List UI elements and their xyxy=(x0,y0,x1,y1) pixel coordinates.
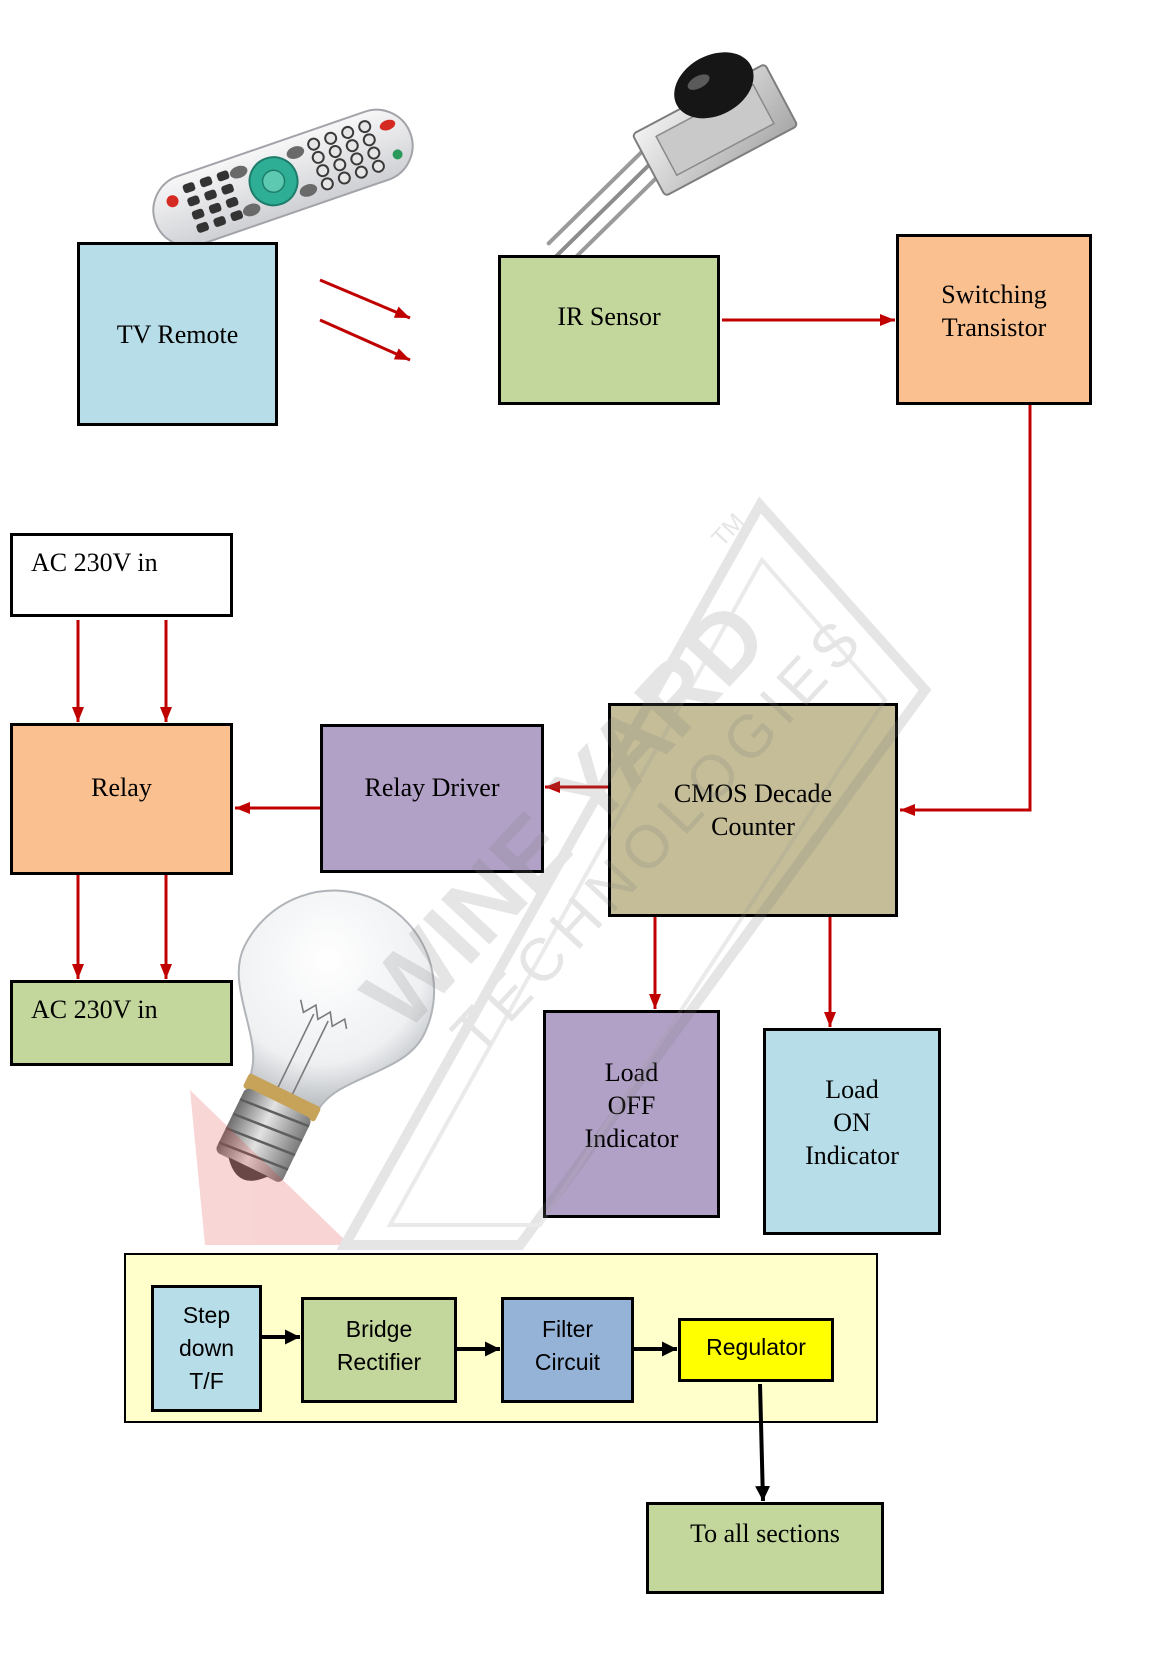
sensor-leg xyxy=(553,163,651,259)
regulator-block: Regulator xyxy=(678,1318,834,1382)
remote-key xyxy=(187,195,200,207)
step-down-label-line2: down xyxy=(179,1335,234,1361)
remote-key xyxy=(324,131,338,145)
remote-key xyxy=(320,177,334,191)
ac-input-label: AC 230V in xyxy=(31,548,158,577)
ac-input-block: AC 230V in xyxy=(10,533,233,617)
sensor-lens-dome xyxy=(674,52,754,119)
cmos-decade-counter-block: CMOS Decade Counter xyxy=(608,703,898,917)
remote-key xyxy=(341,125,355,139)
step-down-label-line3: T/F xyxy=(189,1368,224,1394)
filter-circuit-label-line2: Circuit xyxy=(534,1349,601,1375)
bulb-glass xyxy=(237,889,436,1112)
remote-dpad-center xyxy=(261,169,286,194)
relay-driver-block: Relay Driver xyxy=(320,724,544,873)
remote-key xyxy=(328,145,342,159)
remote-keypad xyxy=(182,120,385,233)
remote-key xyxy=(213,216,227,227)
remote-key xyxy=(242,203,261,217)
tv-remote-icon xyxy=(152,108,414,248)
remote-key xyxy=(208,202,222,214)
ir-sensor-block: IR Sensor xyxy=(498,255,720,405)
filter-circuit-block: Filter Circuit xyxy=(501,1297,634,1403)
to-all-sections-block: To all sections xyxy=(646,1502,884,1594)
bridge-rectifier-label-line1: Bridge xyxy=(345,1316,413,1342)
remote-key xyxy=(286,146,305,159)
remote-key xyxy=(371,159,385,173)
relay-label: Relay xyxy=(91,772,152,802)
remote-key xyxy=(182,182,196,194)
remote-key xyxy=(299,184,318,197)
sensor-leg xyxy=(560,176,658,272)
load-off-label-line3: Indicator xyxy=(584,1123,679,1153)
bulb-screw-base xyxy=(216,1088,311,1182)
remote-key xyxy=(191,208,205,220)
relay-driver-label: Relay Driver xyxy=(364,773,500,802)
remote-key xyxy=(345,139,359,153)
step-down-label-line1: Step xyxy=(182,1302,231,1328)
to-all-sections-label: To all sections xyxy=(690,1518,840,1548)
ac-output-block: AC 230V in xyxy=(10,980,233,1066)
remote-key xyxy=(354,165,368,179)
tv-remote-label: TV Remote xyxy=(116,319,239,349)
remote-key xyxy=(230,210,244,222)
remote-key xyxy=(358,120,372,134)
load-off-label-line1: Load xyxy=(604,1057,659,1087)
load-on-label-line3: Indicator xyxy=(805,1141,899,1170)
regulator-label: Regulator xyxy=(706,1333,806,1360)
remote-key xyxy=(337,171,351,185)
remote-key xyxy=(311,150,325,164)
remote-power-key xyxy=(166,195,179,208)
remote-key xyxy=(221,183,234,195)
step-down-transformer-block: Step down T/F xyxy=(151,1285,262,1412)
remote-key xyxy=(362,133,376,147)
cmos-counter-label-line2: Counter xyxy=(711,812,795,841)
sensor-lens-highlight xyxy=(687,74,710,90)
ac-output-label: AC 230V in xyxy=(31,995,158,1024)
bulb-collar xyxy=(243,1073,321,1122)
tv-remote-block: TV Remote xyxy=(77,242,278,426)
remote-red-key xyxy=(379,119,396,131)
ir-sensor-icon xyxy=(546,52,798,272)
load-on-label-line2: ON xyxy=(833,1108,871,1137)
remote-key xyxy=(204,189,217,201)
bridge-rectifier-label-line2: Rectifier xyxy=(336,1349,422,1375)
remote-key xyxy=(229,165,248,179)
remote-green-key xyxy=(392,149,403,160)
bulb-thread xyxy=(218,1098,310,1171)
remote-key xyxy=(196,221,210,233)
bulb-filament xyxy=(276,999,348,1096)
switching-transistor-label-line1: Switching xyxy=(941,279,1047,309)
remote-key xyxy=(225,196,239,208)
remote-key xyxy=(307,137,321,151)
cmos-counter-label-line1: CMOS Decade xyxy=(673,779,833,808)
ir-sensor-label: IR Sensor xyxy=(557,301,661,331)
bulb-tip xyxy=(228,1157,268,1181)
remote-key xyxy=(199,176,213,188)
switching-transistor-label-line2: Transistor xyxy=(941,312,1047,342)
switching-transistor-block: Switching Transistor xyxy=(896,234,1092,405)
sensor-leg xyxy=(546,149,644,246)
light-bulb-icon xyxy=(216,889,436,1182)
relay-block: Relay xyxy=(10,723,233,875)
load-off-indicator-block: Load OFF Indicator xyxy=(543,1010,720,1218)
filter-circuit-label-line1: Filter xyxy=(541,1316,594,1342)
load-off-label-line2: OFF xyxy=(607,1090,656,1120)
remote-key xyxy=(350,152,364,166)
load-on-indicator-block: Load ON Indicator xyxy=(763,1028,941,1235)
remote-key xyxy=(333,158,347,172)
remote-key xyxy=(316,164,330,178)
bridge-rectifier-block: Bridge Rectifier xyxy=(301,1297,457,1403)
remote-key xyxy=(367,146,381,160)
remote-key xyxy=(216,170,230,182)
load-on-label-line1: Load xyxy=(825,1075,879,1104)
